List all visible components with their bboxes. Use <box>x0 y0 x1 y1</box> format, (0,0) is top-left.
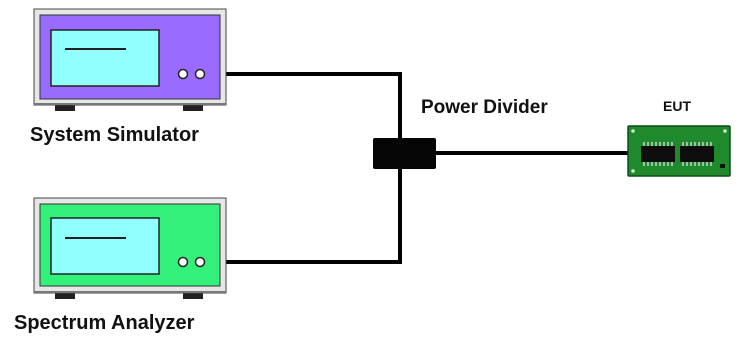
cable-system-simulator <box>207 74 400 138</box>
eut-board <box>628 126 730 176</box>
spectrum-analyzer-label: Spectrum Analyzer <box>14 313 194 333</box>
instrument-screen <box>51 218 159 274</box>
cable-spectrum-analyzer <box>207 168 400 262</box>
power-divider-block <box>373 138 436 169</box>
pcb-chip-icon <box>680 146 714 162</box>
pcb-hole-icon <box>631 129 635 133</box>
power-divider-label: Power Divider <box>421 98 548 117</box>
instrument-screen <box>51 30 159 86</box>
pcb-chip-icon <box>641 146 675 162</box>
connector-port-icon <box>196 258 205 267</box>
pcb-hole-icon <box>631 169 635 173</box>
pcb-hole-icon <box>723 129 727 133</box>
system-simulator-label: System Simulator <box>30 125 199 145</box>
connector-port-icon <box>179 70 188 79</box>
spectrum-analyzer-instrument <box>34 198 226 299</box>
connector-port-icon <box>179 258 188 267</box>
system-simulator-instrument <box>34 9 226 111</box>
eut-label: EUT <box>663 99 691 113</box>
pcb-component-icon <box>720 164 725 168</box>
connector-port-icon <box>196 70 205 79</box>
